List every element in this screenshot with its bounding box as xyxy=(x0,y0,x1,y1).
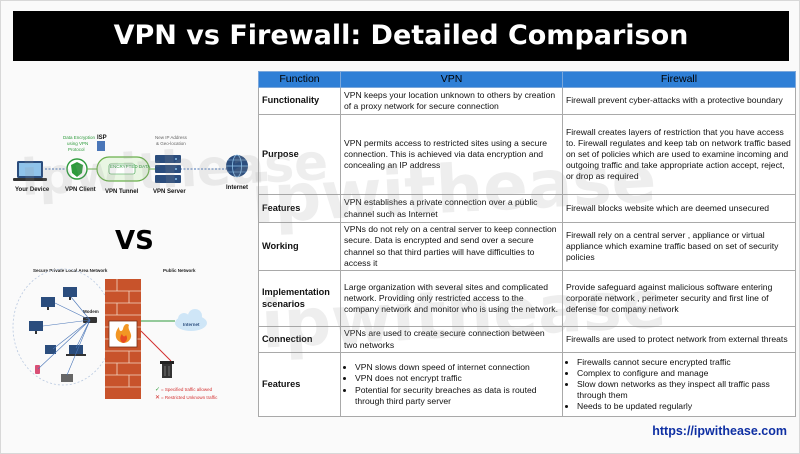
firewall-icon xyxy=(105,279,141,399)
row-label: Purpose xyxy=(258,114,341,195)
cloud-internet-label: Internet xyxy=(183,322,200,327)
printer-icon xyxy=(61,374,73,382)
vpn-cell: Large organization with several sites an… xyxy=(340,270,563,327)
cross-icon: ✕ xyxy=(155,394,160,401)
row-label: Functionality xyxy=(258,87,341,115)
table-row: Features VPN establishes a private conne… xyxy=(258,194,796,223)
list-item: Needs to be updated regularly xyxy=(577,401,792,412)
public-network-label: Public Network xyxy=(163,268,196,273)
internet-cloud-icon xyxy=(175,309,207,331)
list-item: Slow down networks as they inspect all t… xyxy=(577,379,792,401)
list-item: VPN does not encrypt traffic xyxy=(355,373,559,384)
row-label: Features xyxy=(258,352,341,417)
vpn-server-icon xyxy=(155,155,181,183)
table-row: Purpose VPN permits access to restricted… xyxy=(258,114,796,195)
header-firewall: Firewall xyxy=(562,71,796,88)
list-item: Firewalls cannot secure encrypted traffi… xyxy=(577,357,792,368)
vpn-cell: VPNs do not rely on a central server to … xyxy=(340,222,563,271)
new-ip-note-line2: & Geo-location xyxy=(156,141,186,146)
encryption-note-line2: using VPN xyxy=(67,141,88,146)
legend-restricted: = Restricted Unknown traffic xyxy=(161,395,218,400)
laptop-icon xyxy=(13,161,47,181)
row-label: Working xyxy=(258,222,341,271)
lan-links xyxy=(37,296,91,376)
firewall-cell: Firewall creates layers of restriction t… xyxy=(562,114,796,195)
check-icon: ✓ xyxy=(155,386,160,393)
private-network-boundary xyxy=(12,268,114,386)
desktop-icon xyxy=(29,321,43,334)
table-row: Features VPN slows down speed of interne… xyxy=(258,352,796,417)
new-ip-note-line1: New IP Address xyxy=(155,135,188,140)
header-vpn: VPN xyxy=(340,71,563,88)
table-row: Working VPNs do not rely on a central se… xyxy=(258,222,796,271)
page-title: VPN vs Firewall: Detailed Comparison xyxy=(13,11,789,61)
comparison-diagram: Your Device VPN Client Data Encryption u… xyxy=(12,135,248,401)
firewall-cell: Firewalls are used to protect network fr… xyxy=(562,326,796,353)
row-label: Features xyxy=(258,194,341,223)
internet-globe-icon xyxy=(226,154,248,178)
legend-allowed: = Specified traffic allowed xyxy=(161,387,213,392)
row-label: Implementation scenarios xyxy=(258,270,341,327)
encryption-note-line1: Data Encryption xyxy=(63,135,96,140)
trash-icon xyxy=(160,361,174,378)
legend: ✓ = Specified traffic allowed ✕ = Restri… xyxy=(155,386,218,401)
comparison-table: Function VPN Firewall Functionality VPN … xyxy=(258,71,796,417)
vpn-cell: VPN slows down speed of internet connect… xyxy=(340,352,563,417)
internet-label: Internet xyxy=(226,185,248,191)
vpn-cell: VPN establishes a private connection ove… xyxy=(340,194,563,223)
modem-label: Modem xyxy=(83,309,99,314)
encryption-note-line3: Protocol xyxy=(68,147,85,152)
table-row: Connection VPNs are used to create secur… xyxy=(258,326,796,353)
table-header-row: Function VPN Firewall xyxy=(258,71,796,88)
website-url: https://ipwithease.com xyxy=(652,424,787,438)
vpn-client-icon xyxy=(66,158,88,180)
list-item: Potential for security breaches as data … xyxy=(355,385,559,407)
comparison-table-container: Function VPN Firewall Functionality VPN … xyxy=(258,71,796,417)
firewall-cell: Firewalls cannot secure encrypted traffi… xyxy=(562,352,796,417)
isp-icon xyxy=(97,141,105,151)
monitor-icon-2 xyxy=(63,287,77,300)
vpn-cell: VPN permits access to restricted sites u… xyxy=(340,114,563,195)
vpn-features-list: VPN slows down speed of internet connect… xyxy=(344,362,559,407)
firewall-cell: Firewall rely on a central server , appl… xyxy=(562,222,796,271)
your-device-label: Your Device xyxy=(15,187,50,193)
blocked-traffic-line xyxy=(140,330,172,362)
vpn-tunnel-icon xyxy=(96,156,150,182)
firewall-features-list: Firewalls cannot secure encrypted traffi… xyxy=(566,357,792,413)
firewall-cell: Firewall blocks website which are deemed… xyxy=(562,194,796,223)
row-label: Connection xyxy=(258,326,341,353)
tablet-icon xyxy=(45,345,56,354)
vpn-client-label: VPN Client xyxy=(65,187,96,193)
vpn-cell: VPNs are used to create secure connectio… xyxy=(340,326,563,353)
header-function: Function xyxy=(258,71,341,88)
firewall-cell: Provide safeguard against malicious soft… xyxy=(562,270,796,327)
monitor-icon xyxy=(41,297,55,310)
vpn-diagram: Your Device VPN Client Data Encryption u… xyxy=(13,135,248,195)
vpn-cell: VPN keeps your location unknown to other… xyxy=(340,87,563,115)
isp-label: ISP xyxy=(97,135,107,141)
private-network-label: Secure Private Local Area Network xyxy=(33,268,108,273)
laptop-icon-2 xyxy=(66,345,86,356)
vpn-server-label: VPN Server xyxy=(153,189,186,195)
phone-icon xyxy=(35,365,40,374)
list-item: VPN slows down speed of internet connect… xyxy=(355,362,559,373)
firewall-diagram: Secure Private Local Area Network Public… xyxy=(12,268,218,401)
table-row: Functionality VPN keeps your location un… xyxy=(258,87,796,115)
vs-label: VS xyxy=(115,226,154,256)
list-item: Complex to configure and manage xyxy=(577,368,792,379)
vpn-tunnel-label: VPN Tunnel xyxy=(105,189,139,195)
firewall-cell: Firewall prevent cyber-attacks with a pr… xyxy=(562,87,796,115)
table-row: Implementation scenarios Large organizat… xyxy=(258,270,796,327)
encrypted-data-label: ENCRYPTED DATA xyxy=(110,164,150,169)
